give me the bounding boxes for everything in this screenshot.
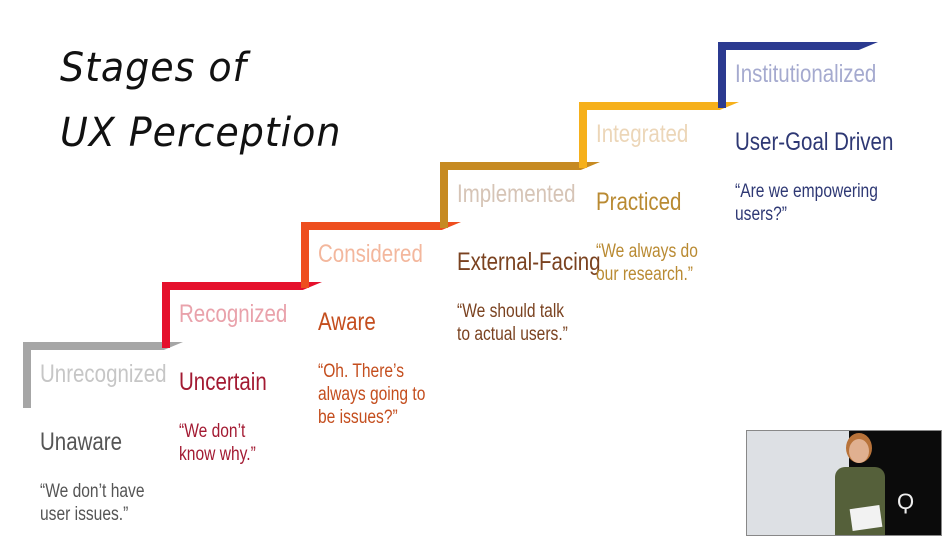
step-riser	[579, 102, 587, 168]
step-riser	[718, 42, 726, 108]
stage-label: Unrecognized	[40, 360, 167, 388]
slide-title-line1: Stages of	[60, 45, 247, 91]
step-tread	[440, 162, 600, 170]
step-tread	[162, 282, 322, 290]
stage-label: Considered	[318, 240, 423, 268]
step-tread	[579, 102, 739, 110]
stage-label: Institutionalized	[735, 60, 877, 88]
stage-description: Practiced	[596, 188, 682, 216]
stage-label: Integrated	[596, 120, 689, 148]
stage-quote: “Are we empowering users?”	[735, 181, 878, 225]
step-riser	[162, 282, 170, 348]
stage-label: Implemented	[457, 180, 576, 208]
speaker-video-thumbnail[interactable]: Ϙ	[746, 430, 942, 536]
step-riser	[23, 342, 31, 408]
stage-label: Recognized	[179, 300, 288, 328]
speaker-figure	[829, 439, 891, 535]
stage-quote: “We always do our research.”	[596, 241, 698, 285]
step-tread	[301, 222, 461, 230]
projector-screen	[747, 431, 849, 535]
stage-quote: “Oh. There’s always going to be issues?”	[318, 361, 426, 428]
stage-description: Aware	[318, 308, 376, 336]
stage-description: User-Goal Driven	[735, 128, 894, 156]
stage-quote: “We don’t know why.”	[179, 421, 256, 465]
step-riser	[301, 222, 309, 288]
step-tread	[718, 42, 878, 50]
stage-description: External-Facing	[457, 248, 601, 276]
step-tread	[23, 342, 183, 350]
stage-description: Unaware	[40, 428, 123, 456]
step-riser	[440, 162, 448, 228]
stage-quote: “We don’t have user issues.”	[40, 481, 145, 525]
stage-description: Uncertain	[179, 368, 267, 396]
slide-title-line2: UX Perception	[60, 110, 342, 156]
stage-quote: “We should talk to actual users.”	[457, 301, 568, 345]
channel-logo-icon: Ϙ	[897, 489, 915, 514]
